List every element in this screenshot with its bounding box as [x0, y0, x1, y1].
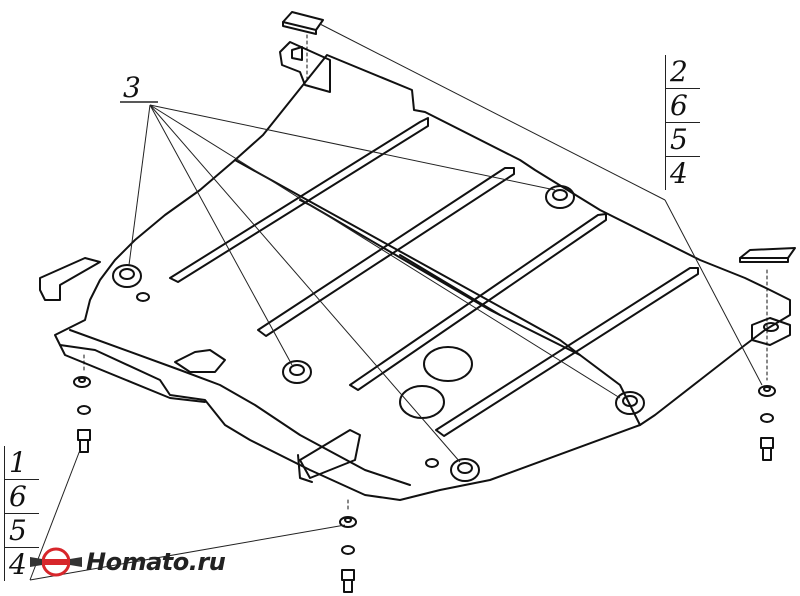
part-number: 5: [666, 122, 700, 156]
part-number: 5: [5, 513, 39, 547]
boss-2: [545, 185, 575, 209]
rib-1: [169, 117, 429, 283]
part-number: 6: [5, 479, 39, 513]
hole-small-1: [136, 292, 150, 302]
part-number-stack-right: 2 6 5 4: [665, 55, 700, 190]
part-number-stack-left: 1 6 5 4: [4, 446, 39, 581]
hole-large-1: [423, 346, 473, 382]
part-number: 1: [9, 446, 27, 479]
callout-underline: [120, 101, 158, 103]
boss-4: [615, 391, 645, 415]
watermark-text: Homato.ru: [86, 548, 226, 576]
part-number: 4: [5, 547, 39, 581]
rib-2: [257, 167, 515, 337]
rib-3: [349, 213, 607, 391]
fastener-right: [758, 385, 776, 461]
watermark-logo: Homato.ru: [30, 545, 226, 579]
homato-logo-icon: [30, 547, 82, 577]
bracket-front: [299, 429, 361, 479]
hole-large-2: [399, 385, 445, 419]
hole-small-2: [425, 458, 439, 468]
bracket-right: [751, 317, 791, 346]
plate-top: [282, 11, 324, 31]
boss-3: [282, 360, 312, 384]
bracket-top: [279, 41, 331, 93]
plate-outline: [54, 54, 791, 501]
rib-4: [435, 267, 699, 437]
part-number: 2: [670, 55, 688, 88]
part-number: 4: [666, 156, 700, 190]
bracket-left: [39, 257, 101, 301]
fastener-front: [339, 516, 357, 593]
boss-5: [450, 458, 480, 482]
part-number: 6: [666, 88, 700, 122]
callout-bolt-group: 3: [123, 71, 141, 104]
boss-1: [112, 264, 142, 288]
plate-right: [739, 247, 796, 259]
fastener-left: [73, 376, 91, 453]
